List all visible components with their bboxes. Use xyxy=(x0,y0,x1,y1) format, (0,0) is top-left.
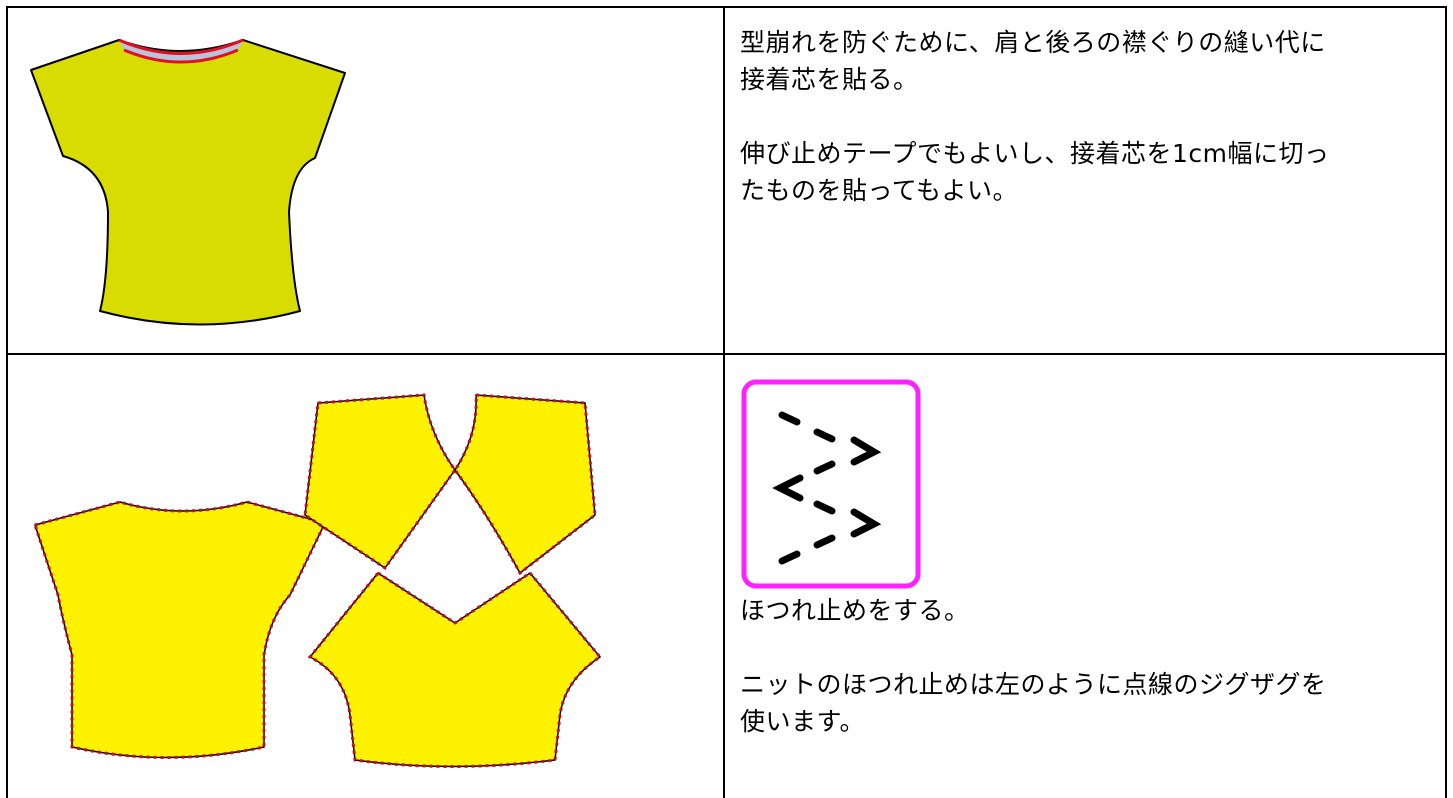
table-row-divider xyxy=(6,353,1447,355)
sleeve-right-piece xyxy=(454,394,596,575)
table-border-right xyxy=(1445,6,1447,798)
row1-line-4: たものを貼ってもよい。 xyxy=(740,176,1019,205)
table-border-top xyxy=(6,6,1447,8)
collar-inner-edge xyxy=(123,48,239,64)
row1-line-1: 型崩れを防ぐために、肩と後ろの襟ぐりの縫い代に xyxy=(740,28,1326,57)
t-shirt-illustration xyxy=(30,38,346,326)
row2-line-3: 使います。 xyxy=(740,707,866,736)
sleeve-left-piece xyxy=(304,394,456,570)
table-border-left xyxy=(6,6,8,798)
row1-text: 型崩れを防ぐために、肩と後ろの襟ぐりの縫い代に 接着芯を貼る。 伸び止めテープで… xyxy=(740,24,1430,209)
triple-zigzag-stitch-icon xyxy=(741,379,921,589)
row2-line-2: ニットのほつれ止めは左のように点線のジグザグを xyxy=(740,670,1327,699)
t-shirt-body xyxy=(30,39,346,326)
sleeve-right-zigzag xyxy=(453,393,597,576)
back-piece-zigzag xyxy=(307,571,603,768)
shirt-front-piece xyxy=(34,501,327,759)
sleeve-left-zigzag xyxy=(303,393,457,571)
pattern-pieces-illustration xyxy=(33,393,603,768)
collar-outer-edge xyxy=(118,38,244,55)
collar-interfacing xyxy=(119,40,243,62)
row2-line-1: ほつれ止めをする。 xyxy=(740,596,970,625)
row1-line-3: 伸び止めテープでもよいし、接着芯を1cm幅に切っ xyxy=(740,139,1330,168)
row1-line-2: 接着芯を貼る。 xyxy=(740,65,919,94)
table-border-middle xyxy=(723,6,725,798)
row2-text: ほつれ止めをする。 ニットのほつれ止めは左のように点線のジグザグを 使います。 xyxy=(740,592,1430,740)
